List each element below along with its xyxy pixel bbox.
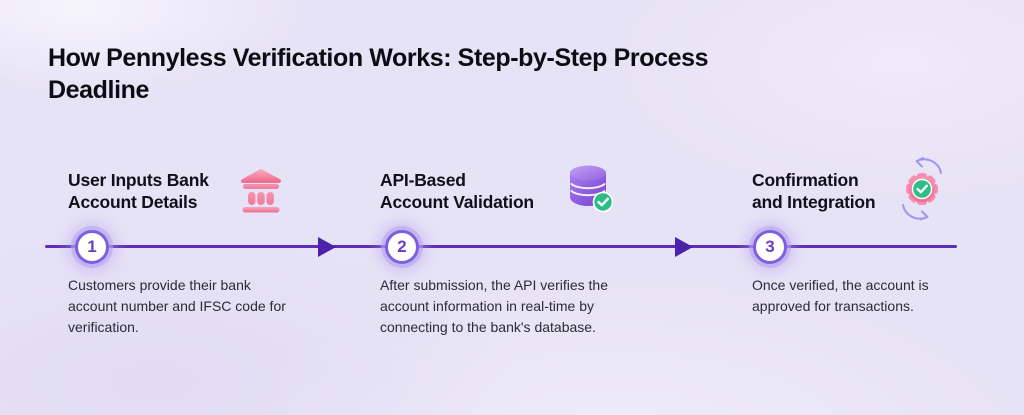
step-1-node: 1 — [75, 230, 109, 264]
step-2-number: 2 — [397, 237, 407, 256]
step-3-node: 3 — [753, 230, 787, 264]
step-2-description: After submission, the API verifies the a… — [380, 277, 608, 335]
step-3-title: Confirmation and Integration — [752, 170, 876, 212]
gear-check-sync-icon — [894, 155, 950, 228]
step-3-number: 3 — [765, 237, 775, 256]
step-1-description: Customers provide their bank account num… — [68, 277, 286, 335]
timeline-arrow-icon — [675, 237, 693, 257]
bank-icon — [238, 167, 284, 220]
step-2-node: 2 — [385, 230, 419, 264]
database-check-icon — [566, 162, 614, 219]
step-2-title: API-Based Account Validation — [380, 170, 534, 212]
timeline-arrow-icon — [318, 237, 336, 257]
step-1-title: User Inputs Bank Account Details — [68, 170, 209, 212]
page-title: How Pennyless Verification Works: Step-b… — [48, 44, 709, 104]
step-3-description: Once verified, the account is approved f… — [752, 277, 929, 314]
timeline-line — [45, 245, 957, 248]
step-1-number: 1 — [87, 237, 97, 256]
